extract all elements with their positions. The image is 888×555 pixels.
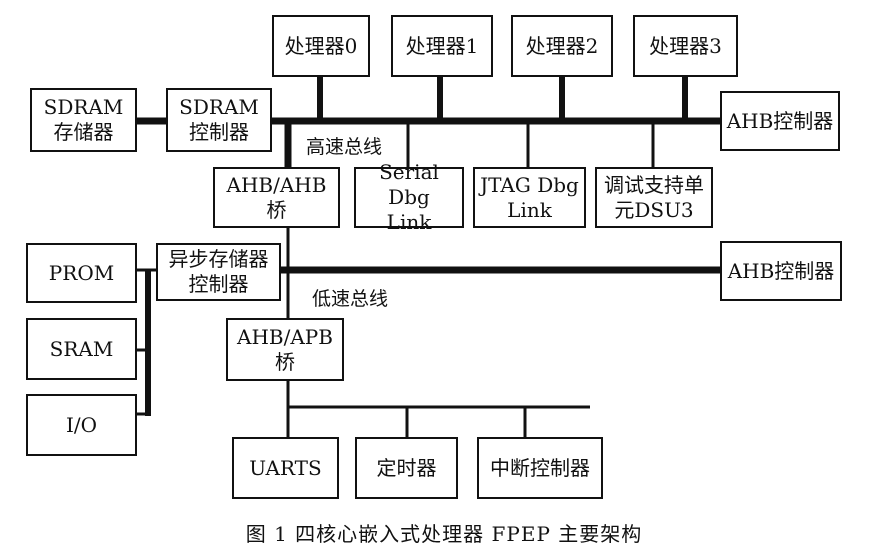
sdram-controller: SDRAM 控制器 [166,88,272,152]
sdram-memory: SDRAM 存储器 [30,88,137,152]
processor-3: 处理器3 [633,15,738,77]
high-speed-bus-label: 高速总线 [306,136,383,158]
interrupt-controller: 中断控制器 [477,437,603,499]
dsu3-debug-unit: 调试支持单 元DSU3 [595,167,713,228]
processor-1: 处理器1 [391,15,493,77]
sram: SRAM [26,318,137,380]
jtag-dbg-link: JTAG Dbg Link [473,167,586,228]
processor-2: 处理器2 [511,15,613,77]
serial-dbg-link: Serial Dbg Link [354,160,464,234]
figure-caption: 图 1 四核心嵌入式处理器 FPEP 主要架构 [245,522,643,546]
ahb-controller-top: AHB控制器 [720,91,840,151]
processor-0: 处理器0 [272,15,370,77]
ahb-apb-bridge: AHB/APB 桥 [226,318,344,381]
ahb-ahb-bridge: AHB/AHB 桥 [213,167,340,228]
io: I/O [26,394,137,456]
prom: PROM [26,243,137,303]
async-memory-controller: 异步存储器 控制器 [156,243,281,301]
low-speed-bus-label: 低速总线 [312,288,389,310]
ahb-controller-bottom: AHB控制器 [720,241,842,301]
timer: 定时器 [355,437,458,499]
uarts: UARTS [232,437,339,499]
